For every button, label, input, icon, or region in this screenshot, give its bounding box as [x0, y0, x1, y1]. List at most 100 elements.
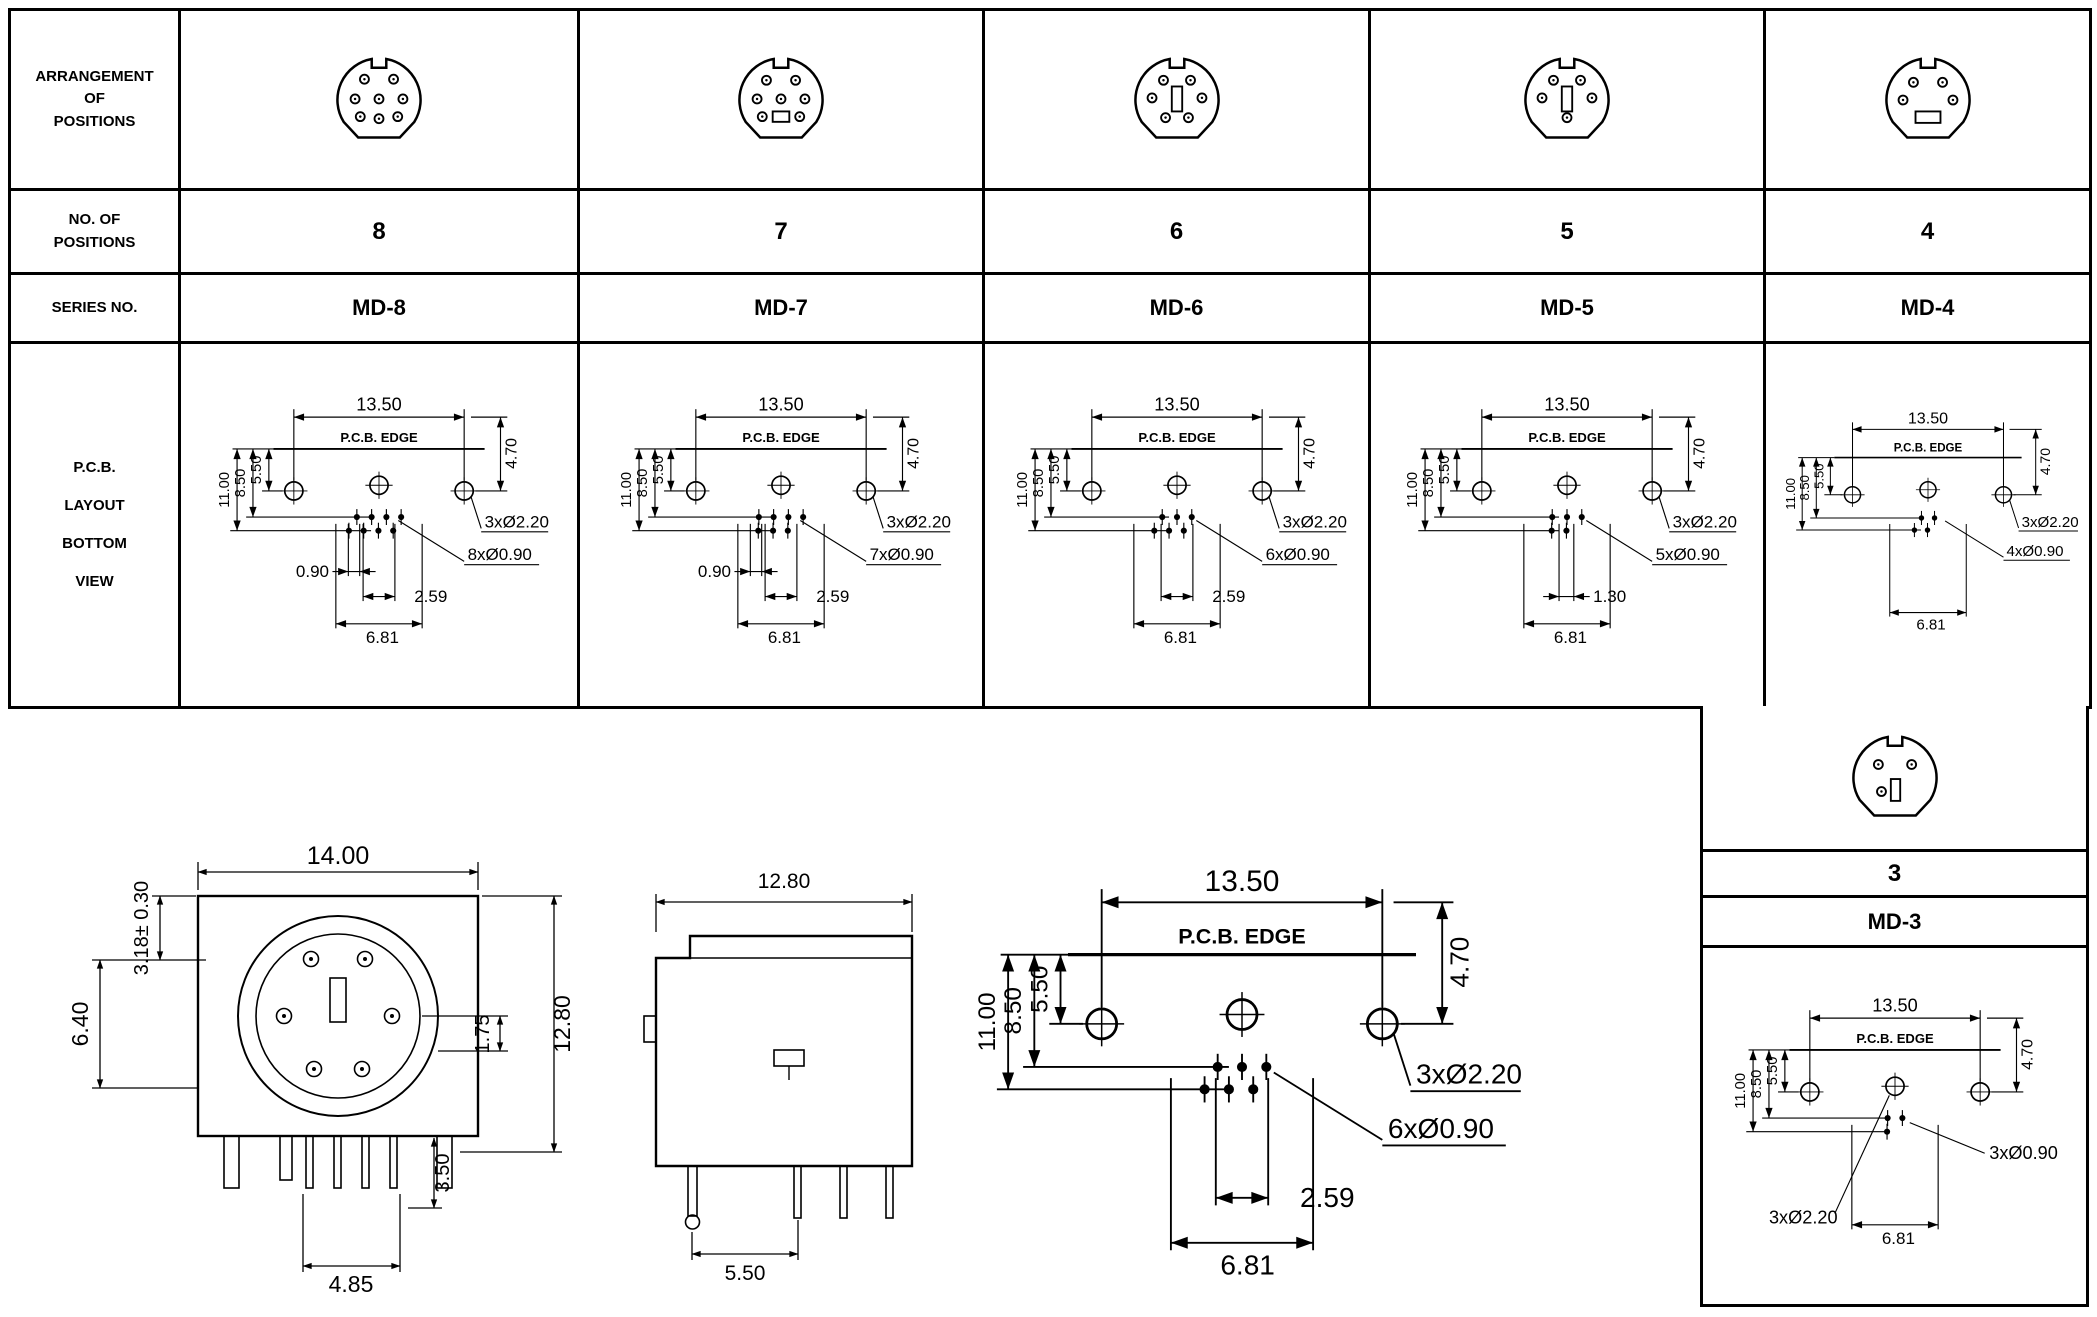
arrowhead	[1365, 896, 1383, 909]
arrowhead	[1748, 1049, 1757, 1061]
dim-label: 4.70	[2036, 448, 2052, 476]
spec-table: ARRANGEMENT OF POSITIONS NO. OF POSITION…	[8, 8, 2092, 709]
arrangement-header-cell: ARRANGEMENT OF POSITIONS	[11, 11, 181, 191]
leader-line	[1273, 1071, 1383, 1141]
key-slot	[1914, 110, 1941, 124]
pin-hole	[373, 112, 385, 124]
pin-hole	[1897, 94, 1908, 105]
md-7-face-drawing	[738, 57, 824, 139]
series-cell-md-7: MD-7	[580, 275, 985, 344]
series-cell-md-4: MD-4	[1766, 275, 2092, 344]
pin-hole-center	[1150, 96, 1153, 99]
terminal-pin	[333, 1135, 342, 1189]
pin-hole	[305, 1060, 323, 1078]
positions-header-cell: NO. OF POSITIONS	[11, 191, 181, 275]
key-slot	[1889, 777, 1901, 802]
arrowhead	[1030, 448, 1039, 460]
arrowhead	[765, 592, 776, 601]
dim-label: 14.00	[307, 842, 370, 870]
pin-callout: 4xØ0.90	[2006, 543, 2063, 560]
arrowhead	[1437, 448, 1445, 460]
arrowhead	[2031, 429, 2039, 439]
pin-hole-center	[1200, 96, 1203, 99]
side-view-dimensions	[655, 894, 913, 1260]
arrowhead	[1170, 1236, 1188, 1249]
connector-outline	[336, 57, 422, 139]
pin-hole	[1184, 74, 1196, 86]
dim-label: 12.80	[758, 870, 811, 893]
shield-leg	[223, 1135, 240, 1189]
face-cell-md-4	[1766, 11, 2092, 191]
dim-label: 3.50	[432, 1154, 454, 1193]
dim-label: 13.50	[758, 394, 803, 414]
arrowhead	[1421, 520, 1429, 531]
dim-label: 4.70	[1444, 937, 1474, 988]
series-cell-md-3: MD-3	[1703, 898, 2086, 948]
connector-outline	[1524, 57, 1610, 139]
dim-label: 8.50	[1031, 469, 1047, 498]
positions-header: NO. OF POSITIONS	[53, 211, 136, 251]
pin-hole	[1159, 111, 1171, 123]
terminal-pin	[305, 1135, 314, 1189]
arrowhead	[667, 480, 675, 491]
pin-hole-center	[1909, 762, 1913, 766]
pin-hole-center	[363, 77, 366, 80]
arrowhead	[1453, 448, 1461, 460]
bent-pin	[687, 1165, 698, 1217]
arrowhead	[1573, 592, 1585, 601]
pin-hole-center	[755, 97, 759, 100]
arrowhead	[384, 592, 395, 601]
arrowhead	[338, 567, 349, 576]
arrowhead	[1889, 609, 1899, 616]
arrowhead	[265, 448, 273, 460]
arrowhead	[1028, 1050, 1041, 1067]
arrowhead	[1851, 1221, 1862, 1229]
arrowhead	[1599, 620, 1611, 628]
arrowhead	[1296, 1236, 1314, 1249]
arrowhead	[695, 413, 707, 421]
dim-label: 2.59	[1212, 587, 1245, 606]
pin-hole-center	[1940, 80, 1944, 84]
arrowhead	[1969, 1014, 1980, 1022]
dim-label: 11.00	[619, 472, 635, 508]
terminal-pin	[361, 1135, 370, 1189]
arrowhead	[1798, 520, 1805, 531]
dim-label: 11.00	[1733, 1073, 1749, 1109]
pin-callout: 3xØ0.90	[1989, 1143, 2058, 1163]
pin-hole	[354, 110, 366, 122]
face-cell-md-6	[985, 11, 1371, 191]
md-8-face-drawing	[336, 57, 422, 139]
arrowhead	[293, 413, 305, 421]
dim-label: 4.70	[503, 438, 520, 469]
arrowhead	[1764, 1049, 1773, 1061]
pin-hole-center	[1163, 115, 1167, 119]
pcb-layout-header: P.C.B. LAYOUT BOTTOM VIEW	[62, 458, 127, 591]
dim-label: 2.59	[816, 587, 849, 606]
dim-label: 2.59	[414, 587, 447, 606]
terminal-pin	[839, 1165, 848, 1219]
center-detail	[773, 1049, 805, 1067]
pin-hole-center	[1540, 96, 1544, 99]
positions-cell-md-4: 4	[1766, 191, 2092, 275]
dim-label: 5.50	[249, 456, 265, 485]
hole-callout: 3xØ2.20	[485, 512, 549, 531]
face-cell-md-3	[1703, 706, 2086, 852]
arrowhead	[1062, 448, 1070, 460]
pin-hole	[1875, 785, 1887, 797]
arrowhead	[1251, 1191, 1269, 1204]
pcb-layout-header-cell: P.C.B. LAYOUT BOTTOM VIEW	[11, 344, 181, 709]
connector-outline	[1851, 735, 1938, 817]
pin-hole-center	[761, 114, 764, 118]
barrel-outline	[237, 915, 439, 1117]
pin-hole	[1905, 758, 1917, 770]
arrowhead	[359, 567, 370, 576]
pin-hole-center	[377, 116, 381, 120]
pin-hole-center	[1901, 98, 1904, 101]
arrowhead	[265, 480, 273, 491]
dim-label: 11.00	[1405, 472, 1421, 508]
pin-hole	[1872, 758, 1884, 770]
pin-hole	[799, 93, 811, 104]
hole-callout: 3xØ2.20	[2021, 514, 2078, 531]
